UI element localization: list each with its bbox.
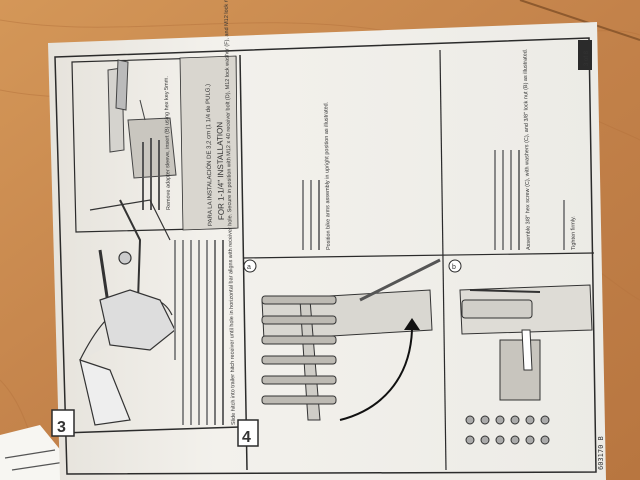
step4a-text-block: Position bike arms assembly in upright p… <box>302 101 332 250</box>
step4b-text-block: Assemble 3/8" hex screw (C), with washer… <box>494 48 577 250</box>
step-4b-marker <box>448 259 462 273</box>
step-4b-label: b <box>452 264 456 271</box>
side-bar-heading-box <box>179 55 239 231</box>
svg-text:Assemble 3/8" hex screw (C), w: Assemble 3/8" hex screw (C), with washer… <box>522 48 532 250</box>
svg-text:Position bike arms assembly in: Position bike arms assembly in upright p… <box>323 101 332 250</box>
svg-text:Tighten firmly.: Tighten firmly. <box>570 216 577 250</box>
page-number: 3 of 8 <box>584 50 590 66</box>
side-bar-heading: FOR 1-1/4" INSTALLATION <box>215 122 226 220</box>
hand-wrench-illustration <box>79 199 176 426</box>
step-4-label: 4 <box>242 429 251 446</box>
part-number: 603170 B <box>597 436 605 470</box>
step-3-box <box>51 409 75 437</box>
sheet-frame <box>54 37 597 475</box>
bike-arms-illustration <box>261 258 441 421</box>
step4-midline <box>242 252 595 259</box>
step-divider <box>61 426 241 434</box>
side-bar-heading-es: PARA LA INSTALACIÓN DE 3,2 cm (1 1/4 de … <box>205 84 214 226</box>
page-number-box <box>578 40 592 70</box>
step3-text-lines: Remove adapter sleeve, insert (B) using … <box>142 76 172 210</box>
instruction-sheet: FOR 1-1/4" INSTALLATION PARA LA INSTALAC… <box>48 0 606 480</box>
svg-text:Remove adapter sleeve, insert: Remove adapter sleeve, insert (B) using … <box>164 76 172 210</box>
table-seam <box>519 0 640 41</box>
step-4a-marker <box>243 259 257 273</box>
step-4a-label: a <box>247 264 251 271</box>
bolt-assembly-illustration <box>459 284 593 445</box>
step-3-label: 3 <box>57 419 66 436</box>
step-4-box <box>237 419 259 447</box>
